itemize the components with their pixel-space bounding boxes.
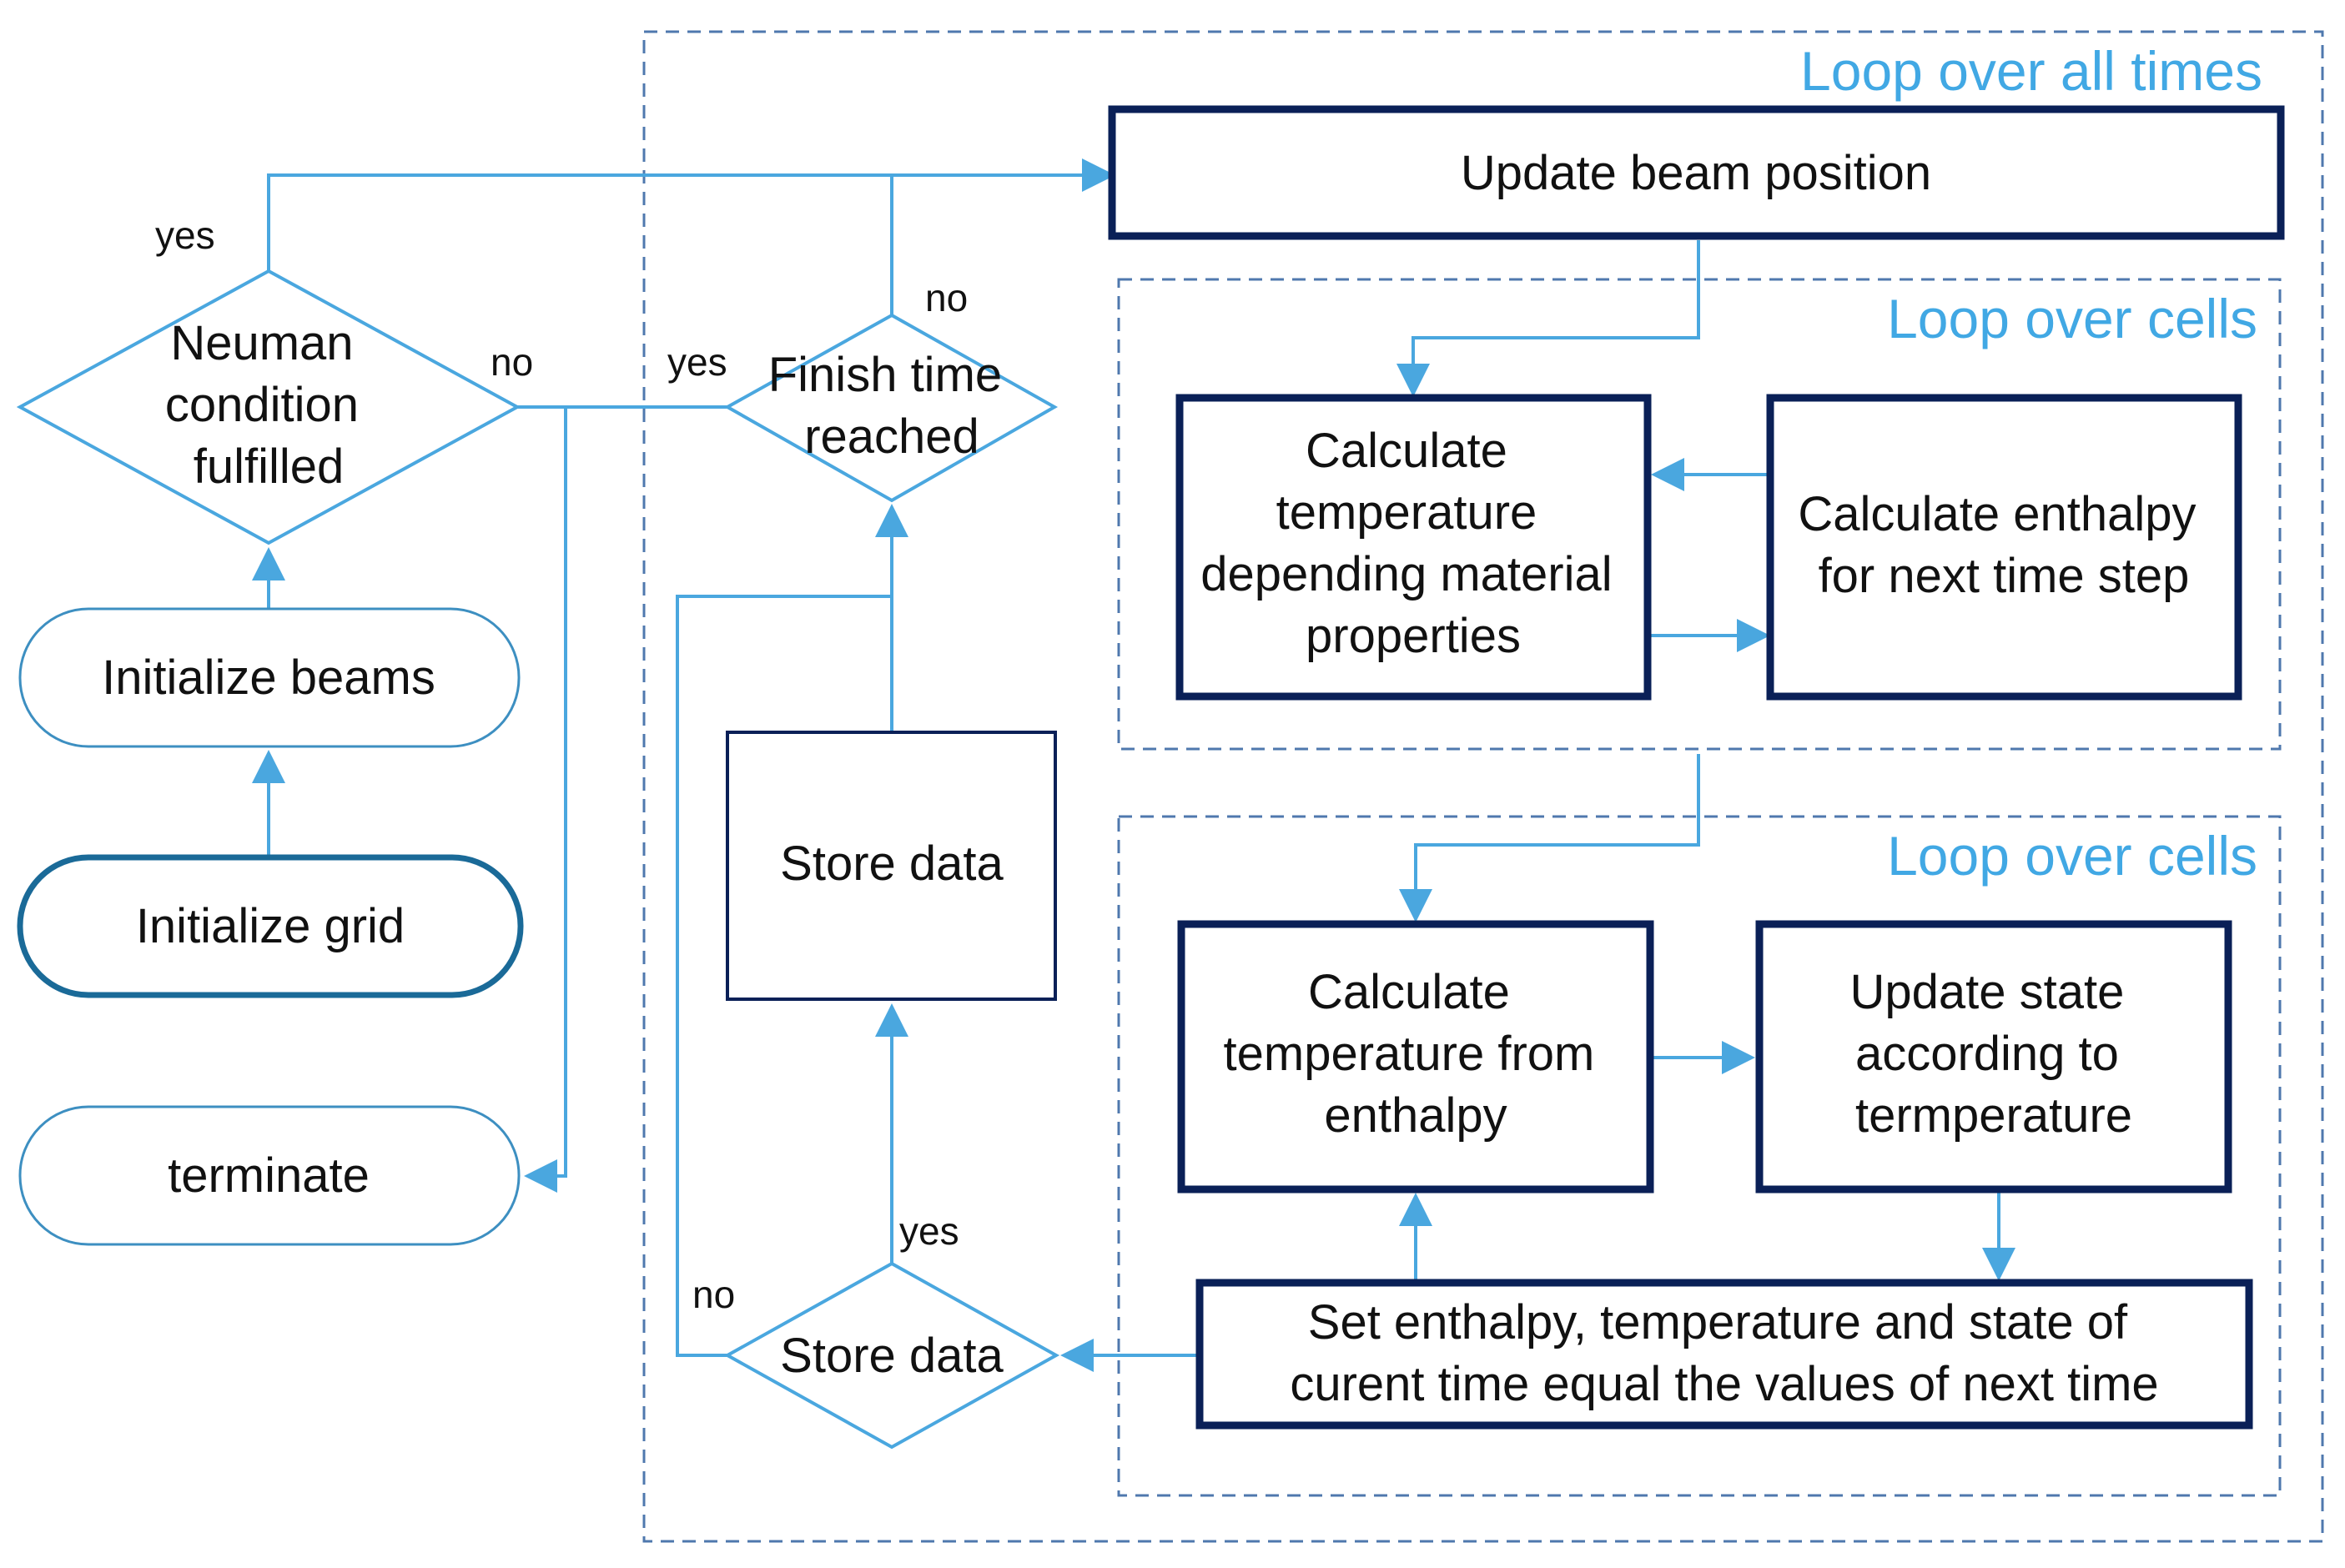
loop-all-times-frame [642,30,2324,1543]
label-finish-yes: yes [667,340,727,384]
calc-temp-material-box [1175,394,1652,701]
update-state-box [1755,920,2232,1194]
init-grid-text: Initialize grid [136,899,405,953]
edge-loop1-to-loop2 [1399,754,1700,922]
store-data-box [726,731,1057,1001]
store-data-box-text: Store data [780,837,1004,891]
finish-time-text: Finish time reached [768,348,1016,464]
edge-store-no [676,595,892,1357]
edge-to-terminate [524,407,567,1193]
calc-temp-material-text: Calculate temperature depending material… [1200,424,1625,663]
store-data-decision [723,1261,1060,1450]
store-data-decision-text: Store data [780,1329,1004,1383]
loop-cells-frame-1 [1117,278,2282,751]
update-state-text: Update state according to termperature [1849,965,2137,1143]
label-finish-no: no [925,276,968,319]
terminate-text: terminate [168,1148,370,1203]
init-beams-terminal [18,607,521,748]
loop-all-times-title: Loop over all times [1800,40,2262,102]
label-neuman-yes: yes [155,214,215,257]
update-beam-box [1108,105,2285,240]
edge-neuman-yes [267,158,1115,271]
neuman-text: Neuman condition fulfilled [165,316,372,494]
loop-cells-title-1: Loop over cells [1887,288,2257,349]
label-neuman-no: no [491,340,533,384]
init-grid-terminal [17,854,524,998]
calc-temp-enthalpy-box [1177,920,1654,1194]
finish-time-decision [723,313,1059,503]
terminate-terminal [18,1105,521,1246]
loop-cells-title-2: Loop over cells [1887,825,2257,887]
calc-enthalpy-text: Calculate enthalpy for next time step [1798,487,2209,603]
calc-temp-enthalpy-text: Calculate temperature from enthalpy [1224,965,1608,1143]
set-values-text: Set enthalpy, temperature and state of c… [1290,1295,2158,1411]
update-beam-text: Update beam position [1461,146,1931,200]
neuman-decision [16,269,521,545]
set-values-box [1195,1279,2253,1430]
label-store-yes: yes [899,1209,959,1253]
init-beams-text: Initialize beams [102,651,435,705]
calc-enthalpy-box [1766,394,2242,701]
loop-cells-frame-2 [1117,815,2282,1497]
label-store-no: no [692,1273,735,1316]
edge-beam-to-calc [1396,240,1700,397]
